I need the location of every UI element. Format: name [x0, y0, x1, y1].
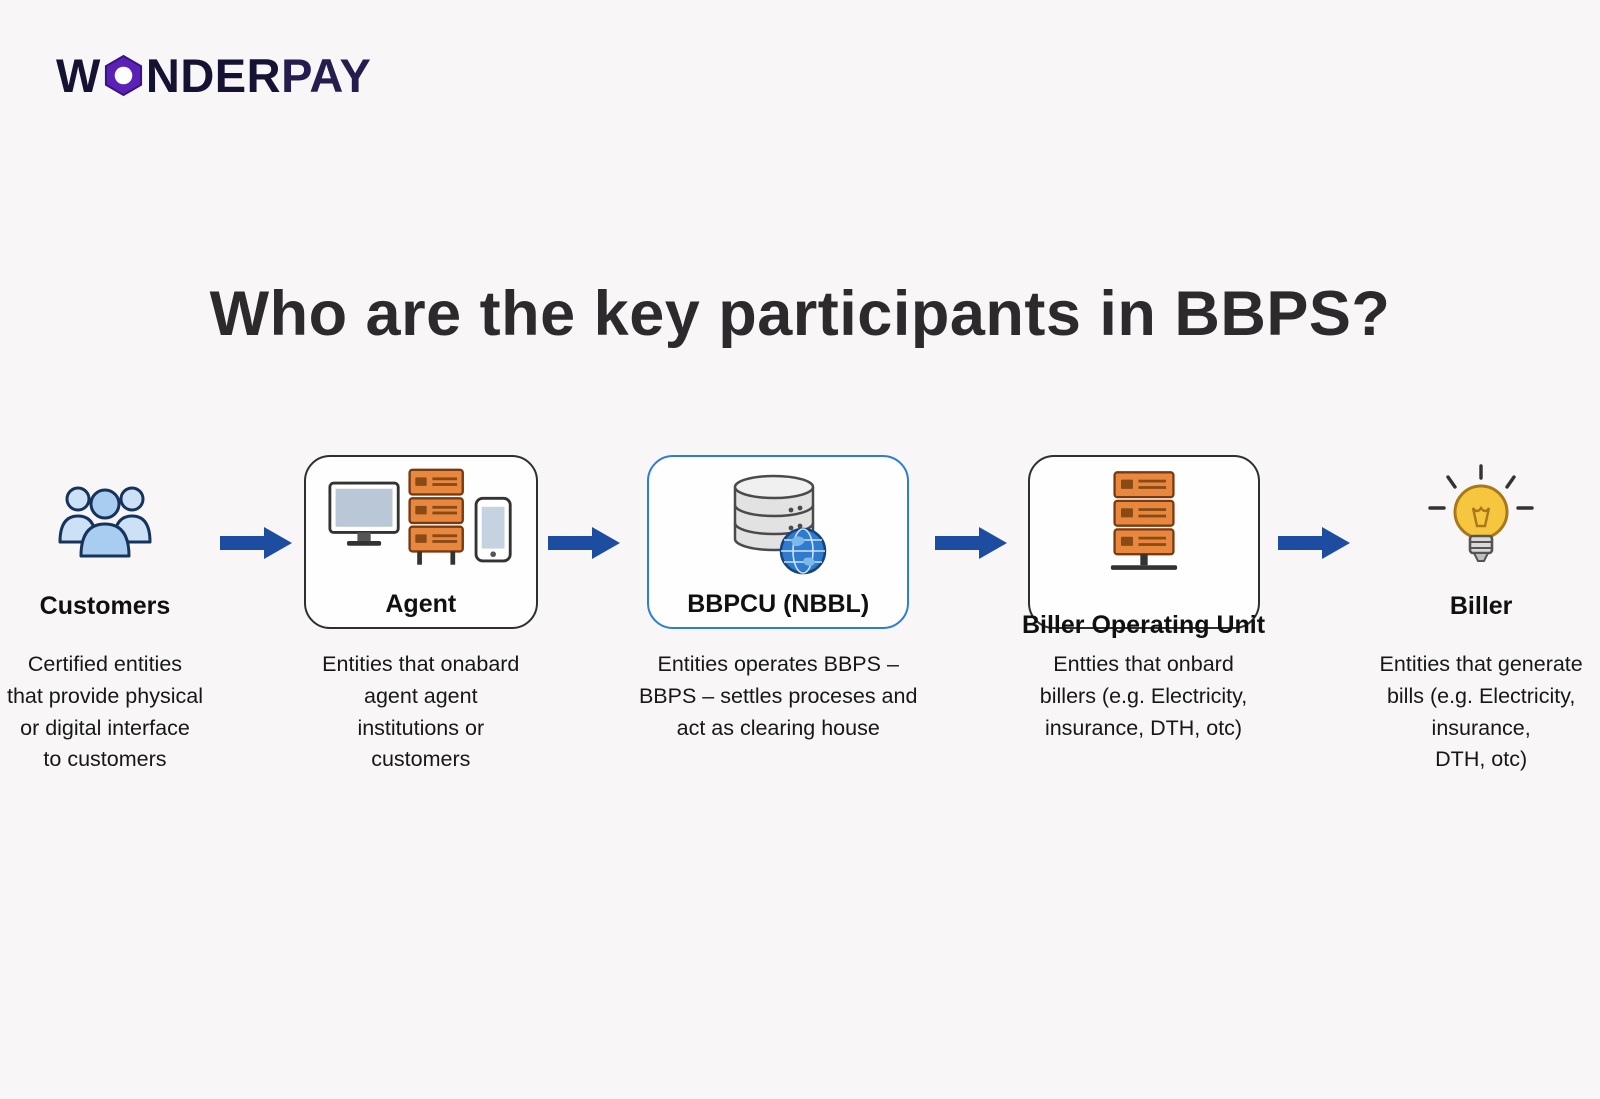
bbpcu-box: BBPCU (NBBL)	[647, 455, 910, 629]
participant-label: Biller Operating Unit	[1021, 611, 1266, 639]
flow-arrow-icon	[934, 525, 1009, 561]
logo-letters-pay: PAY	[281, 49, 372, 102]
participant-label: Biller	[1449, 592, 1513, 620]
participant-biller: Biller Entities that generate bills (e.g…	[1362, 455, 1600, 776]
agent-box: Agent	[303, 455, 538, 629]
logo-hexagon-o-icon	[104, 54, 142, 97]
participant-biller-operating-unit: Biller Operating Unit Entties that onbar…	[1019, 455, 1269, 744]
logo-letters-nder: NDER	[145, 49, 282, 102]
participant-bbpcu: BBPCU (NBBL) Entities operates BBPS – BB…	[632, 455, 925, 744]
participants-flow: Customers Certified entities that provid…	[0, 455, 1600, 776]
database-globe-icon	[733, 474, 827, 575]
page-title: Who are the key participants in BBPS?	[209, 279, 1391, 349]
customers-group-icon	[58, 486, 152, 558]
participant-description: Entities that generate bills (e.g. Elect…	[1379, 652, 1583, 772]
server-rack-icon	[1110, 471, 1177, 570]
participant-description: Entties that onbard billers (e.g. Electr…	[1039, 652, 1248, 740]
logo-letter-w: W	[56, 49, 101, 102]
participant-description: Entities operates BBPS – BBPS – settles …	[638, 652, 918, 740]
flow-arrow-icon	[547, 525, 622, 561]
participant-label: Agent	[385, 590, 457, 618]
bou-box: Biller Operating Unit	[1022, 455, 1265, 639]
participant-label: Customers	[39, 592, 171, 620]
flow-arrow-icon	[219, 525, 294, 561]
lightbulb-icon	[1428, 464, 1534, 562]
agent-devices-icon	[328, 468, 512, 565]
participant-label: BBPCU (NBBL)	[687, 590, 870, 618]
wonderpay-logo: W NDER PAY	[56, 52, 371, 99]
participant-customers: Customers Certified entities that provid…	[0, 455, 210, 776]
participant-description: Certified entities that provide physical…	[6, 652, 203, 772]
flow-arrow-icon	[1278, 525, 1352, 561]
participant-description: Entities that onabard agent agent instit…	[322, 652, 520, 772]
customers-icon-zone: Customers	[0, 455, 210, 629]
biller-icon-zone: Biller	[1362, 455, 1600, 629]
participant-agent: Agent Entities that onabard agent agent …	[303, 455, 538, 776]
